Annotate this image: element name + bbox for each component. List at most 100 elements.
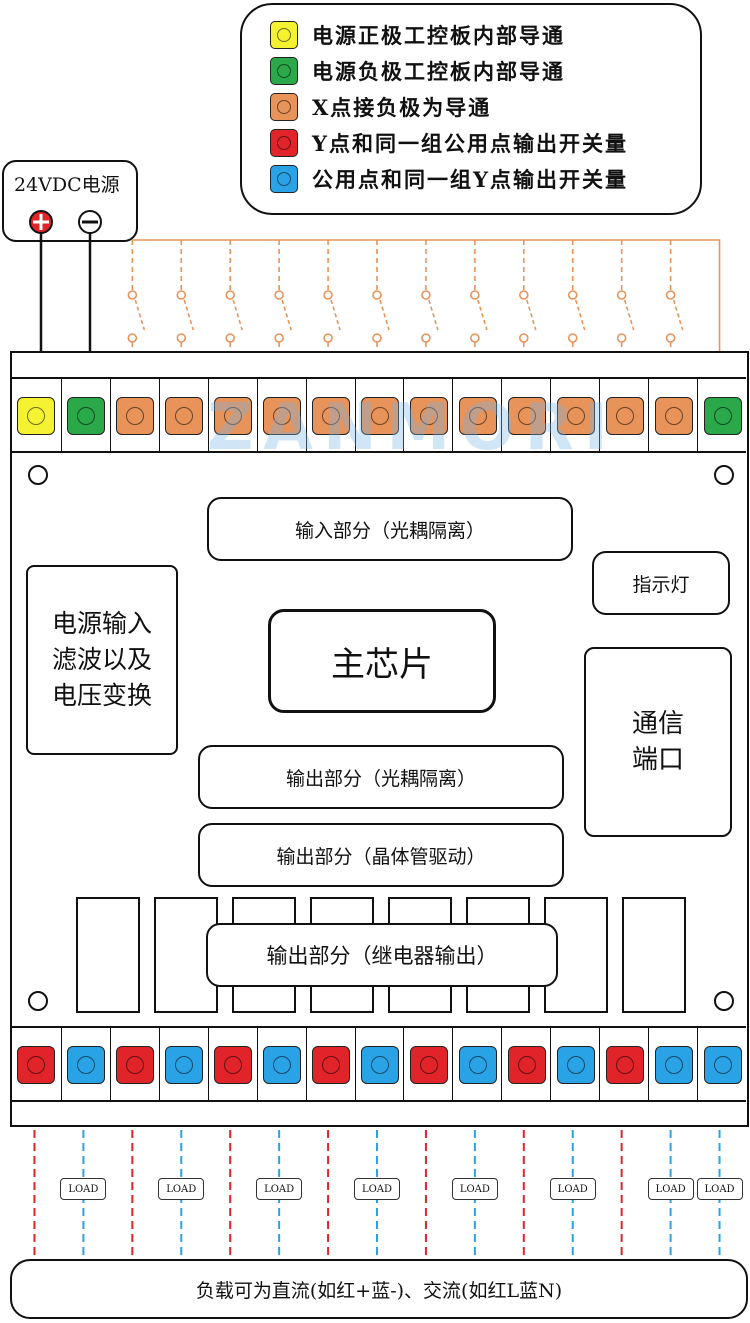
orange-terminal-screw-icon [605,397,644,435]
blue-terminal-screw-icon [263,1046,302,1084]
negative-terminal-icon [78,210,102,234]
terminal-slot [158,1028,208,1100]
terminal-slot [403,1028,452,1100]
mounting-hole [714,465,734,485]
switch-contact [567,290,578,300]
blue-terminal-screw-icon [654,1046,693,1084]
switch-contact [616,290,627,300]
blue-terminal-screw-icon [165,1046,204,1084]
switch-lever [477,299,488,331]
red-terminal-screw-icon [312,1046,351,1084]
terminal-slot [256,1028,306,1100]
load-box: LOAD [158,1178,205,1200]
power-filter-block: 电源输入 滤波以及 电压变换 [26,565,178,755]
mounting-hole [28,991,48,1011]
switch-contact [176,333,187,343]
red-terminal-screw-icon [116,1046,155,1084]
red-terminal-screw-icon [507,1046,546,1084]
mounting-hole [714,991,734,1011]
terminal-slot [12,379,61,451]
switch-contact [470,290,480,300]
mounting-hole [28,465,48,485]
red-terminal-screw-icon [214,1046,253,1084]
switch-contact [323,333,333,343]
positive-terminal-icon [29,210,53,234]
legend-swatch-icon [270,57,298,85]
relay [622,897,686,1013]
switch-contact [225,333,235,343]
output-opto-block: 输出部分（光耦隔离） [198,745,564,809]
switch-contact [470,333,480,343]
terminal-slot [207,379,257,451]
terminal-slot [452,379,501,451]
power-supply-label: 24VDC电源 [14,174,120,196]
terminal-slot [403,379,452,451]
switch-contact [665,333,676,343]
switch-contact [372,333,382,343]
legend-item: 电源正极工控板内部导通 [270,20,565,50]
blue-terminal-screw-icon [67,1046,106,1084]
switch-lever [134,299,146,331]
terminal-slot [648,1028,697,1100]
load-box: LOAD [696,1178,743,1200]
terminal-slot [452,1028,501,1100]
terminal-slot [697,1028,746,1100]
legend-item: X点接负极为导通 [270,92,491,122]
terminal-slot [354,379,404,451]
switch-contact [518,333,529,343]
legend-swatch-icon [270,93,298,121]
switch-lever [232,299,243,331]
switch-contact [225,290,235,300]
switch-lever [574,299,586,331]
terminal-slot [305,379,355,451]
input-section-block: 输入部分（光耦隔离） [207,497,573,561]
orange-terminal-screw-icon [409,397,448,435]
terminal-slot [109,1028,159,1100]
switch-contact [567,333,578,343]
switch-contact [274,290,284,300]
terminal-slot [60,1028,110,1100]
switch-contact [518,290,529,300]
legend-text: 电源正极工控板内部导通 [312,23,565,48]
switch-lever [672,299,684,331]
control-board: ZANMORI 输入部分（光耦隔离） 指示灯 电源输入 滤波以及 电压变换 主芯… [10,351,749,1127]
yellow-terminal-screw-icon [17,397,56,435]
blue-terminal-screw-icon [703,1046,742,1084]
legend-text: Y点和同一组公用点输出开关量 [312,131,628,156]
terminal-slot [648,379,697,451]
load-box: LOAD [60,1178,107,1200]
power-supply-box: 24VDC电源 [2,160,138,242]
green-terminal-screw-icon [703,397,742,435]
terminal-slot [550,1028,599,1100]
switch-lever [379,299,390,331]
terminal-slot [501,1028,550,1100]
blue-terminal-screw-icon [556,1046,595,1084]
orange-terminal-screw-icon [165,397,204,435]
relay [76,897,140,1013]
orange-terminal-screw-icon [458,397,497,435]
switch-lever [428,299,439,331]
legend-swatch-icon [270,165,298,193]
load-box: LOAD [549,1178,596,1200]
terminal-slot [501,379,550,451]
terminal-slot [207,1028,257,1100]
main-chip-block: 主芯片 [268,609,496,713]
blue-terminal-screw-icon [360,1046,399,1084]
orange-terminal-screw-icon [116,397,155,435]
terminal-slot [599,1028,648,1100]
terminal-slot [599,379,648,451]
orange-terminal-screw-icon [556,397,595,435]
red-terminal-screw-icon [605,1046,644,1084]
switch-contact [274,333,284,343]
switch-lever [526,299,537,331]
load-box: LOAD [451,1178,498,1200]
load-note: 负载可为直流(如红+蓝-)、交流(如红L蓝N) [10,1259,748,1319]
switch-contact [127,290,138,300]
output-transistor-block: 输出部分（晶体管驱动） [198,823,564,887]
legend-swatch-icon [270,129,298,157]
input-terminal-strip [12,377,746,453]
switch-lever [623,299,635,331]
indicator-block: 指示灯 [592,551,730,615]
